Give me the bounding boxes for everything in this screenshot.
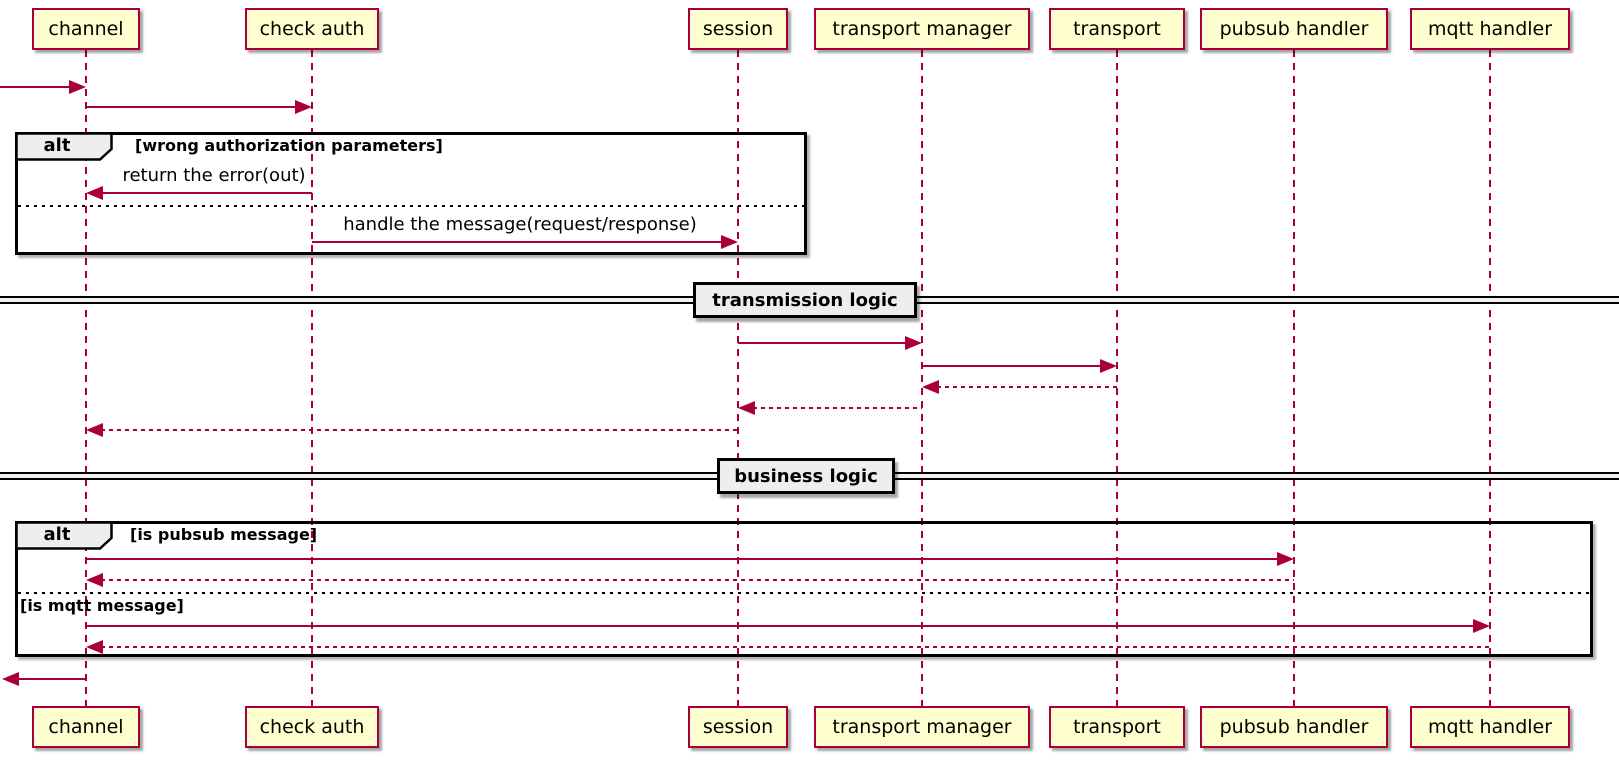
arrowhead-icon: [1277, 552, 1294, 566]
arrowhead-icon: [922, 380, 939, 394]
alt-else-divider: [18, 205, 804, 207]
participant-bottom-session: session: [688, 706, 788, 748]
arrowhead-icon: [86, 186, 103, 200]
alt-guard-label: [is mqtt message]: [20, 596, 184, 615]
message-arrow-channel-to-mqtt-handler: [86, 625, 1475, 627]
arrowhead-icon: [86, 640, 103, 654]
lifeline-channel: [85, 50, 87, 706]
section-divider-box: transmission logic: [693, 282, 917, 318]
alt-fragment: [15, 132, 807, 255]
message-arrow-session-to-channel: [101, 429, 738, 431]
message-arrow-mqtt-handler-to-channel: [101, 646, 1490, 648]
message-arrow-check-auth-to-session: [312, 241, 723, 243]
participant-top-session: session: [688, 8, 788, 50]
alt-guard-label: [wrong authorization parameters]: [135, 136, 443, 155]
participant-top-channel: channel: [32, 8, 140, 50]
lifeline-transport-manager: [921, 50, 923, 706]
participant-bottom-mqtt-handler: mqtt handler: [1410, 706, 1570, 748]
arrowhead-icon: [721, 235, 738, 249]
lifeline-session: [737, 50, 739, 706]
lifeline-mqtt-handler: [1489, 50, 1491, 706]
arrowhead-icon: [86, 573, 103, 587]
message-label: handle the message(request/response): [343, 214, 697, 235]
participant-bottom-pubsub-handler: pubsub handler: [1200, 706, 1388, 748]
participant-bottom-channel: channel: [32, 706, 140, 748]
lifeline-transport: [1116, 50, 1118, 706]
message-arrow-session-to-transport-manager: [738, 342, 907, 344]
participant-top-transport-manager: transport manager: [814, 8, 1030, 50]
message-arrow-channel-to-pubsub-handler: [86, 558, 1279, 560]
alt-operator-pentagon-icon: [15, 521, 113, 550]
participant-top-check-auth: check auth: [245, 8, 379, 50]
message-arrow-outside-to-channel: [0, 86, 71, 88]
message-arrow-transport-manager-to-session: [753, 407, 922, 409]
arrowhead-icon: [1473, 619, 1490, 633]
arrowhead-icon: [1100, 359, 1117, 373]
participant-bottom-check-auth: check auth: [245, 706, 379, 748]
message-arrow-channel-to-check-auth: [86, 106, 297, 108]
message-arrow-pubsub-handler-to-channel: [101, 579, 1294, 581]
arrowhead-icon: [738, 401, 755, 415]
participant-top-pubsub-handler: pubsub handler: [1200, 8, 1388, 50]
participant-bottom-transport-manager: transport manager: [814, 706, 1030, 748]
arrowhead-icon: [905, 336, 922, 350]
participant-top-mqtt-handler: mqtt handler: [1410, 8, 1570, 50]
participant-bottom-transport: transport: [1049, 706, 1185, 748]
message-label: return the error(out): [122, 165, 306, 186]
alt-operator-pentagon-icon: [15, 132, 113, 161]
alt-operator-label: alt: [43, 524, 71, 545]
alt-else-divider: [18, 592, 1590, 594]
message-arrow-check-auth-to-channel: [101, 192, 312, 194]
participant-top-transport: transport: [1049, 8, 1185, 50]
alt-operator-label: alt: [43, 135, 71, 156]
arrowhead-icon: [86, 423, 103, 437]
alt-guard-label: [is pubsub message]: [130, 525, 318, 544]
lifeline-pubsub-handler: [1293, 50, 1295, 706]
arrowhead-icon: [69, 80, 86, 94]
message-arrow-channel-to-outside: [17, 678, 86, 680]
section-divider-box: business logic: [717, 458, 895, 494]
message-arrow-transport-to-transport-manager: [937, 386, 1117, 388]
message-arrow-transport-manager-to-transport: [922, 365, 1102, 367]
lifeline-check-auth: [311, 50, 313, 706]
arrowhead-icon: [2, 672, 19, 686]
arrowhead-icon: [295, 100, 312, 114]
alt-fragment: [15, 521, 1593, 657]
